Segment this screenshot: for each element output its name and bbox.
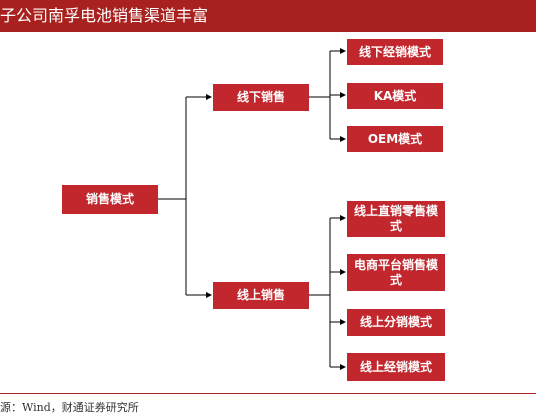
- node-root-label: 销售模式: [85, 192, 134, 206]
- node-online-child-2-label: 电商平台销售模式: [353, 257, 438, 287]
- node-online-child-3: 线上分销模式: [347, 309, 445, 336]
- node-offline: 线下销售: [213, 84, 309, 111]
- node-online-child-1-label: 线上直销零售模式: [353, 204, 438, 233]
- node-online-child-3-label: 线上分销模式: [359, 315, 432, 329]
- header-bar: 子公司南孚电池销售渠道丰富: [0, 0, 536, 32]
- node-offline-child-3: OEM模式: [347, 126, 443, 152]
- node-online-child-4-label: 线上经销模式: [359, 359, 432, 374]
- node-root: 销售模式: [62, 185, 158, 214]
- node-offline-child-3-label: OEM模式: [367, 131, 423, 146]
- node-online-child-2: 电商平台销售模式: [347, 254, 445, 291]
- node-online-child-1: 线上直销零售模式: [347, 201, 445, 237]
- source-note: 源：Wind，财通证券研究所: [0, 401, 139, 414]
- node-offline-child-1-label: 线下经销模式: [358, 44, 431, 59]
- node-offline-label: 线下销售: [236, 90, 285, 104]
- node-offline-child-2: KA模式: [347, 83, 443, 109]
- node-offline-child-2-label: KA模式: [373, 88, 417, 103]
- node-online-child-4: 线上经销模式: [347, 353, 445, 381]
- page-title: 子公司南孚电池销售渠道丰富: [0, 6, 209, 25]
- node-offline-child-1: 线下经销模式: [347, 39, 443, 65]
- node-online-label: 线上销售: [236, 288, 285, 302]
- footer-divider: [0, 393, 536, 394]
- node-online: 线上销售: [213, 282, 309, 309]
